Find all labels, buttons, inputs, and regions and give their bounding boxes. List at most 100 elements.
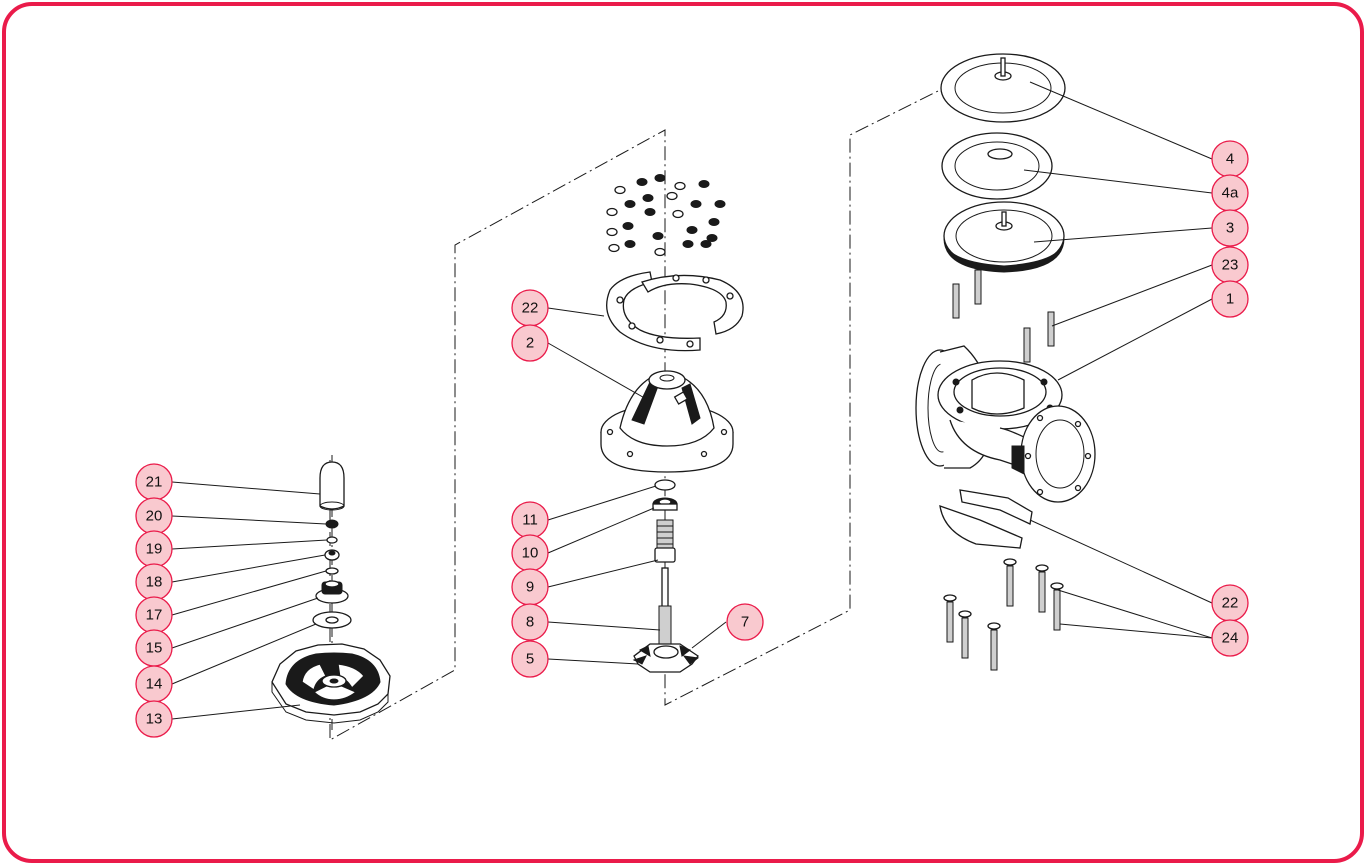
callout-7-label: 7 [741, 614, 749, 631]
callout-5: 5 [511, 640, 549, 678]
part-bearing [652, 497, 678, 511]
callout-13: 13 [135, 700, 173, 738]
callout-24: 24 [1211, 619, 1249, 657]
callout-11-label: 11 [522, 512, 538, 529]
callout-19: 19 [135, 530, 173, 568]
callout-15: 15 [135, 629, 173, 667]
bonnet-assembly [600, 174, 744, 673]
part-compressor [632, 643, 700, 673]
callout-22-upper-label: 22 [522, 300, 539, 317]
nut-washer-piece [674, 181, 686, 191]
callout-1-label: 1 [1226, 291, 1234, 308]
callout-23-label: 23 [1222, 257, 1239, 274]
nut-washer-piece [682, 240, 694, 248]
nut-washer-piece [614, 185, 626, 195]
nut-washer-piece [636, 178, 648, 186]
part-o-ring [654, 479, 676, 491]
callout-4-label: 4 [1226, 151, 1234, 168]
part-valve-body [915, 345, 1096, 503]
callout-3-label: 3 [1226, 220, 1234, 237]
callout-24-label: 24 [1222, 630, 1239, 647]
callout-18: 18 [135, 563, 173, 601]
part-cap [319, 461, 345, 511]
callout-10: 10 [511, 534, 549, 572]
callout-4a: 4a [1211, 174, 1249, 212]
part-handwheel [271, 643, 391, 724]
callout-17-label: 17 [146, 607, 163, 624]
callout-11: 11 [511, 501, 549, 539]
callout-1: 1 [1211, 280, 1249, 318]
callout-20-label: 20 [146, 508, 163, 525]
nut-washer-piece [624, 200, 636, 208]
callout-8: 8 [511, 603, 549, 641]
body-assembly [915, 53, 1096, 671]
part-stem [658, 567, 672, 645]
callout-8-label: 8 [526, 614, 534, 631]
nut-washer-piece [608, 243, 620, 253]
leader-lines [171, 81, 1213, 720]
callout-21-label: 21 [146, 474, 163, 491]
callout-2: 2 [511, 324, 549, 362]
callout-22-lower-label: 22 [1222, 595, 1239, 612]
nut-washer-piece [666, 191, 678, 201]
callout-3: 3 [1211, 209, 1249, 247]
callout-4a-label: 4a [1222, 185, 1239, 202]
callout-22-upper: 22 [511, 289, 549, 327]
callout-5-label: 5 [526, 651, 534, 668]
nut-washer-piece [672, 209, 684, 219]
callout-18-label: 18 [146, 574, 163, 591]
nut-washer-piece [654, 247, 666, 257]
part-diaphragm-top [940, 53, 1066, 123]
part-stem-nut [654, 519, 676, 563]
nut-washer-piece [700, 240, 712, 248]
callout-14-label: 14 [146, 676, 163, 693]
callout-21: 21 [135, 463, 173, 501]
nut-washer-piece [686, 226, 698, 234]
callout-20: 20 [135, 497, 173, 535]
part-split-ring-upper [606, 271, 744, 352]
nut-washer-piece [624, 240, 636, 248]
nut-washer-piece [652, 232, 664, 240]
callouts: 21 20 19 18 17 15 14 13 [135, 140, 1249, 738]
part-washer [325, 567, 339, 575]
callout-7: 7 [726, 603, 764, 641]
nut-washer-piece [606, 227, 618, 237]
nut-washer-piece [622, 222, 634, 230]
part-split-ring-lower [939, 489, 1033, 549]
nut-washer-piece [714, 200, 726, 208]
callout-2-label: 2 [526, 335, 534, 352]
nut-washer-piece [690, 200, 702, 208]
part-bolts [943, 558, 1064, 671]
part-nut-small [325, 519, 339, 529]
callout-10-label: 10 [522, 545, 539, 562]
part-nuts-washers [606, 174, 726, 257]
callout-9: 9 [511, 568, 549, 606]
nut-washer-piece [708, 218, 720, 226]
part-flat-washer [312, 611, 352, 629]
part-bonnet [600, 370, 734, 473]
part-studs [952, 269, 1055, 363]
part-diaphragm-middle [941, 132, 1053, 200]
nut-washer-piece [642, 194, 654, 202]
callout-23: 23 [1211, 246, 1249, 284]
nut-washer-piece [654, 174, 666, 182]
callout-17: 17 [135, 596, 173, 634]
handwheel-assembly [271, 461, 391, 724]
callout-13-label: 13 [146, 711, 163, 728]
nut-washer-piece [706, 234, 718, 242]
nut-washer-piece [698, 180, 710, 188]
nut-washer-piece [606, 207, 618, 217]
callout-9-label: 9 [526, 579, 534, 596]
part-washer-small [326, 536, 338, 544]
callout-4: 4 [1211, 140, 1249, 178]
part-bushing [315, 580, 349, 604]
part-diaphragm [943, 201, 1065, 273]
callout-19-label: 19 [146, 541, 163, 558]
callout-14: 14 [135, 665, 173, 703]
part-nut [324, 549, 340, 561]
callout-15-label: 15 [146, 640, 163, 657]
callout-22-lower: 22 [1211, 584, 1249, 622]
nut-washer-piece [644, 208, 656, 216]
